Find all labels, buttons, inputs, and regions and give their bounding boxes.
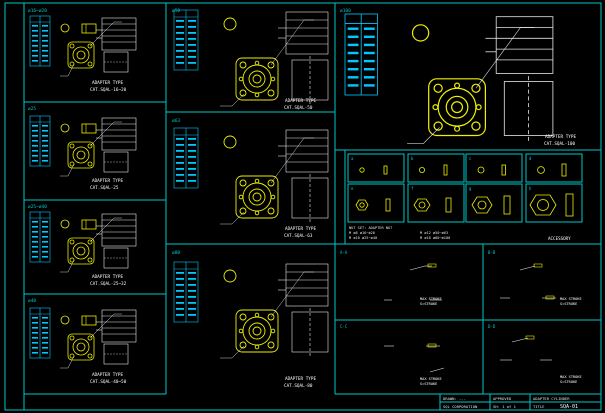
accessory-note: M ø10 ø25~ø40 bbox=[349, 236, 377, 240]
panel-caption-code: CAT.SQAL-25 bbox=[90, 185, 119, 191]
detail-note: MAX STROKE bbox=[420, 297, 442, 301]
accessory-cell-label: g bbox=[469, 186, 472, 191]
title-block: DRAWN: --- APPROVED ADAPTER CYLINDER SQL… bbox=[443, 396, 578, 410]
accessory-cell-label: c bbox=[469, 156, 472, 161]
detail-label: C-C bbox=[340, 324, 348, 329]
accessory-cell-label: b bbox=[411, 156, 414, 161]
panel-label: ø40 bbox=[28, 298, 36, 304]
panel-caption: ADAPTER TYPE bbox=[92, 274, 123, 280]
panel-caption: ADAPTER TYPE bbox=[285, 226, 316, 232]
detail-label: D-D bbox=[488, 324, 496, 329]
drawing-number: SQA-01 bbox=[560, 404, 578, 410]
title-block-drawn: DRAWN: --- bbox=[443, 396, 466, 401]
panel-caption-code: CAT.SQAL-40~50 bbox=[90, 379, 127, 385]
panel-label: ø25~ø40 bbox=[28, 204, 47, 210]
panel-1: ø16~ø20 ADAPTER TYPE CAT.SQAL-16~20 bbox=[28, 8, 137, 93]
accessory-note: M ø12 ø50~ø63 bbox=[420, 231, 448, 235]
detail-c: C-C MAX STROKE S=STROKE bbox=[340, 324, 445, 386]
title-block-sheet: SH: 1 of 1 bbox=[493, 404, 517, 409]
detail-note-sub: S=STROKE bbox=[420, 382, 437, 386]
drawing-border bbox=[4, 2, 602, 411]
detail-note: MAX STROKE bbox=[420, 377, 442, 381]
panel-2: ø25 ADAPTER TYPE CAT.SQAL-25 bbox=[28, 106, 137, 191]
accessory-cell-label: a bbox=[351, 156, 354, 161]
detail-note-sub: S=STROKE bbox=[560, 380, 577, 384]
panel-caption-code: CAT.SQAL-50 bbox=[284, 105, 313, 111]
panel-caption-code: CAT.SQAL-63 bbox=[284, 233, 313, 239]
detail-note: MAX STROKE bbox=[560, 375, 582, 379]
title-block-approved: APPROVED bbox=[493, 396, 512, 401]
accessory-caption: ACCESSORY bbox=[548, 236, 571, 241]
accessory-section: a b c d e f g h NUT SET: ADAPTER NUT M ø… bbox=[349, 156, 574, 241]
accessory-cell-label: e bbox=[351, 186, 354, 191]
detail-b: B-B MAX STROKE S=STROKE bbox=[488, 250, 582, 306]
title-block-title-label: TITLE bbox=[533, 404, 545, 409]
panel-8: ø100 ADAPTER TYPE CAT.SQAL-100 bbox=[340, 8, 576, 147]
detail-note-sub: S=STROKE bbox=[560, 302, 577, 306]
detail-label: A-A bbox=[340, 250, 348, 255]
panel-caption: ADAPTER TYPE bbox=[545, 134, 576, 140]
panel-caption-code: CAT.SQAL-16~20 bbox=[90, 87, 127, 93]
detail-note: MAX STROKE bbox=[560, 297, 582, 301]
panel-6: ø63 ADAPTER TYPE CAT.SQAL-63 bbox=[172, 118, 329, 239]
panel-caption: ADAPTER TYPE bbox=[92, 372, 123, 378]
panel-label: ø50 bbox=[172, 8, 180, 14]
panel-caption: ADAPTER TYPE bbox=[285, 376, 316, 382]
panel-caption-code: CAT.SQAL-25~32 bbox=[90, 281, 127, 287]
panel-label: ø25 bbox=[28, 106, 36, 112]
panel-caption-code: CAT.SQAL-100 bbox=[544, 141, 575, 147]
panel-label: ø100 bbox=[340, 8, 351, 14]
accessory-cell-label: f bbox=[411, 186, 414, 191]
detail-label: B-B bbox=[488, 250, 496, 255]
panel-7: ø80 ADAPTER TYPE CAT.SQAL-80 bbox=[172, 250, 329, 389]
panel-label: ø63 bbox=[172, 118, 180, 124]
accessory-note: NUT SET: ADAPTER NUT bbox=[349, 226, 393, 230]
panel-3: ø25~ø40 ADAPTER TYPE CAT.SQAL-25~32 bbox=[28, 204, 137, 287]
accessory-note: M ø16 ø80~ø100 bbox=[420, 236, 450, 240]
panel-5: ø50 ADAPTER TYPE CAT.SQAL-50 bbox=[172, 8, 329, 111]
detail-d: D-D MAX STROKE S=STROKE bbox=[488, 324, 582, 384]
detail-a: A-A MAX STROKE S=STROKE bbox=[340, 250, 442, 306]
accessory-cell-label: h bbox=[529, 186, 532, 191]
accessory-cell-label: d bbox=[529, 156, 532, 161]
panel-label: ø80 bbox=[172, 250, 180, 256]
accessory-note: M ø8 ø16~ø20 bbox=[349, 231, 375, 235]
panel-caption-code: CAT.SQAL-80 bbox=[284, 383, 313, 389]
panel-caption: ADAPTER TYPE bbox=[285, 98, 316, 104]
detail-note-sub: S=STROKE bbox=[420, 302, 437, 306]
panel-label: ø16~ø20 bbox=[28, 8, 47, 14]
panel-4: ø40 ADAPTER TYPE CAT.SQAL-40~50 bbox=[28, 298, 137, 385]
panel-caption: ADAPTER TYPE bbox=[92, 80, 123, 86]
title-block-title: ADAPTER CYLINDER bbox=[533, 396, 570, 401]
title-block-company: SQL CORPORATION bbox=[443, 404, 478, 409]
panel-caption: ADAPTER TYPE bbox=[92, 178, 123, 184]
